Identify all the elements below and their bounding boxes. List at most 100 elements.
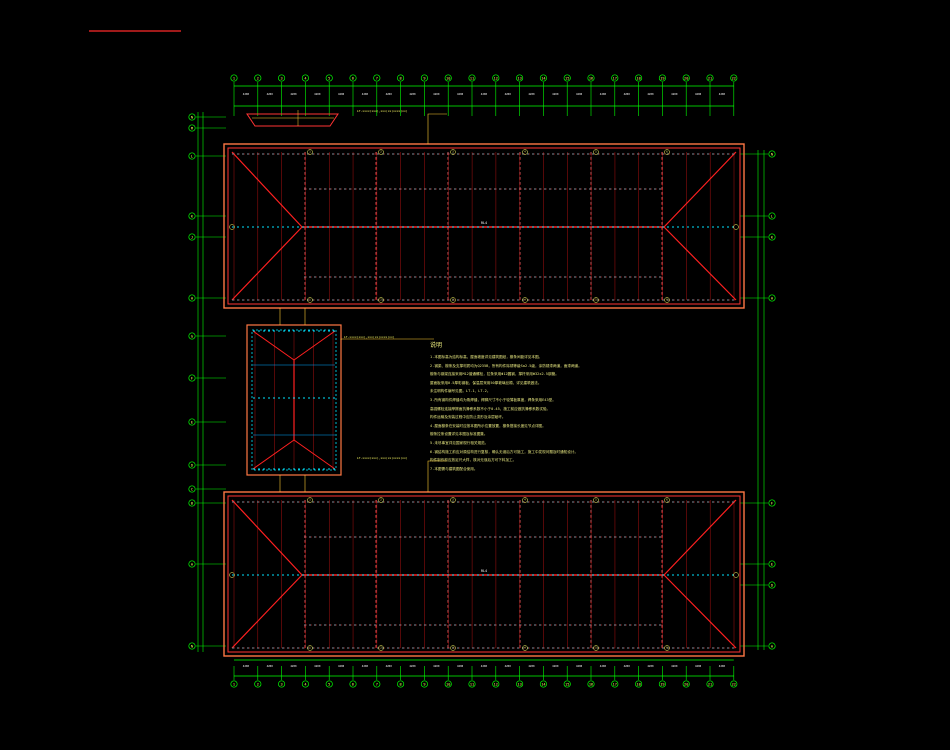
row-label: M (191, 126, 194, 130)
axis-bubble (397, 680, 405, 688)
span-dim-label: 4200 (433, 92, 440, 96)
axis-bubble (587, 74, 595, 82)
leader-line (427, 460, 447, 492)
axis-bubble (325, 74, 333, 82)
hip-line (231, 499, 303, 576)
span-dim-label: 4200 (290, 664, 297, 668)
roof-outline-inner (227, 495, 741, 653)
axis-bubble (349, 680, 357, 688)
bay-marker-label: 1 (309, 151, 311, 154)
row-label: K (771, 235, 774, 239)
notes-line: 2.钢梁、檩条及支撑材质均为Q235B，所有构件除锈等级Sa2.5级，涂防锈漆两… (430, 363, 582, 368)
span-dim-label: 4200 (338, 664, 345, 668)
axis-label: 17 (613, 76, 617, 80)
axis-bubble (325, 680, 333, 688)
hip-line (663, 151, 737, 228)
bay-marker-label: 2 (380, 499, 382, 502)
hip-line (252, 439, 295, 470)
row-bubble (768, 212, 776, 220)
row-label: K (191, 214, 194, 218)
row-bubble (188, 113, 196, 121)
bay-marker (593, 297, 599, 303)
axis-label: 1 (233, 682, 235, 686)
bay-marker (522, 149, 528, 155)
row-label: J (191, 235, 193, 239)
leader-line (340, 338, 434, 340)
notes-line: 3.所有钢构件焊缝均为角焊缝，焊脚尺寸不小于较薄板厚度，焊条采用E43型。 (430, 397, 556, 402)
axis-bubble (516, 680, 524, 688)
axis-bubble (516, 74, 524, 82)
bay-marker-label: 4 (524, 647, 526, 650)
notes-line: 7.本图需与建筑图配合使用。 (430, 466, 478, 471)
span-dim-label: 4200 (647, 664, 654, 668)
row-label: F (191, 376, 193, 380)
notes-line: 未注明构件编号见图。LT-1、LT-2。 (430, 389, 491, 394)
axis-bubble (563, 680, 571, 688)
row-bubble (188, 332, 196, 340)
axis-bubble (635, 74, 643, 82)
row-bubble (188, 560, 196, 568)
span-dim-label: 4200 (600, 664, 607, 668)
hip-line (663, 574, 737, 649)
notes-line: 5.未尽事宜详见国家现行相关规范。 (430, 440, 489, 445)
canopy-detail (246, 113, 339, 127)
span-dim-label: 4200 (647, 92, 654, 96)
bay-marker (450, 149, 456, 155)
span-dim-label: 4200 (624, 92, 631, 96)
bay-marker (378, 149, 384, 155)
row-bubble (768, 294, 776, 302)
axis-label: 11 (470, 76, 474, 80)
bay-marker-label: 6 (666, 647, 668, 650)
axis-bubble (373, 680, 381, 688)
leader-note: LT-xxxx(xxx),xxx(xx)xxxx(xx) (357, 109, 408, 113)
bay-marker (450, 297, 456, 303)
axis-bubble (539, 74, 547, 82)
row-label: E (771, 562, 773, 566)
axis-bubble (658, 680, 666, 688)
span-dim-label: 4200 (314, 92, 321, 96)
edge-marker (229, 224, 235, 230)
axis-bubble (539, 680, 547, 688)
span-dim-label: 4200 (457, 92, 464, 96)
span-dim-label: 4200 (552, 92, 559, 96)
axis-bubble (230, 74, 238, 82)
roof-outline (223, 143, 745, 309)
span-dim-label: 4200 (433, 664, 440, 668)
row-label: H (771, 296, 773, 300)
bay-marker-label: 1 (309, 499, 311, 502)
span-dim-label: 4200 (243, 664, 250, 668)
span-dim-label: 4200 (338, 92, 345, 96)
span-dim-label: 4200 (481, 664, 488, 668)
bay-marker-label: 6 (666, 499, 668, 502)
axis-bubble (230, 680, 238, 688)
bay-marker (593, 149, 599, 155)
axis-label: 1 (233, 76, 235, 80)
notes-line: 1.本图标高为结构标高，屋面坡度详见建筑图纸，檩条间距详见本图。 (430, 355, 543, 359)
axis-label: 15 (565, 682, 569, 686)
axis-labels: 1420024200342004420054200642007420084200… (188, 74, 776, 688)
axis-bubble (420, 74, 428, 82)
bay-marker-label: 2 (380, 299, 382, 302)
notes-title: 说明 (430, 342, 443, 349)
row-label: E (191, 420, 193, 424)
bay-marker-label: 3 (452, 151, 454, 154)
bay-marker (450, 497, 456, 503)
axis-label: 11 (470, 682, 474, 686)
notes-line: 6.钢结构施工前应对原结构进行复核，确认无误后方可施工，施工中发现问题及时通知设… (430, 449, 579, 454)
span-dim-label: 4200 (481, 92, 488, 96)
axis-bubble (682, 680, 690, 688)
axis-label: 13 (517, 76, 521, 80)
bay-marker (593, 645, 599, 651)
axis-label: 16 (589, 682, 593, 686)
axis-label: 14 (541, 76, 545, 80)
row-bubble (768, 233, 776, 241)
bay-marker-label: 5 (595, 647, 597, 650)
axis-label: 8 (400, 76, 402, 80)
bay-marker (307, 645, 313, 651)
notes-line: 4.屋面檩条在安装时应按本图所示位置放置，檩条搭接长度见节点详图。 (430, 423, 546, 428)
axis-label: 18 (636, 76, 640, 80)
axis-bubble (278, 74, 286, 82)
